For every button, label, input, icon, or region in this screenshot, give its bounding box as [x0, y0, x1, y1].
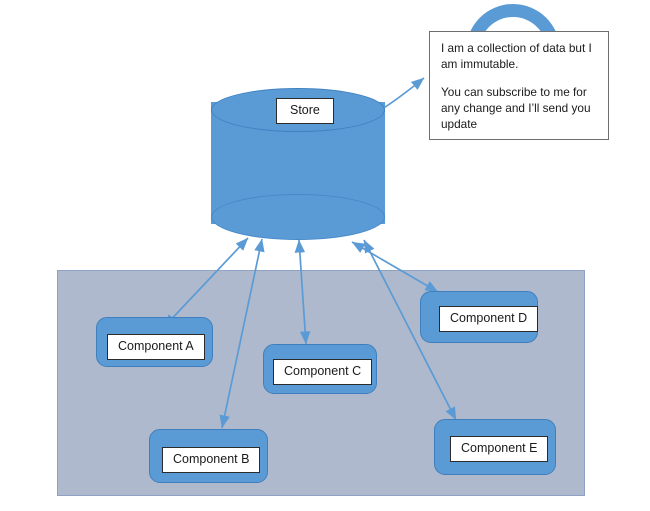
cylinder-top-ellipse: [211, 88, 385, 132]
connector-store-component-b: [219, 238, 265, 429]
store-cylinder[interactable]: [211, 88, 385, 240]
component-label-e: Component E: [450, 436, 549, 462]
component-label-b: Component B: [162, 447, 261, 473]
component-label-d: Component D: [439, 306, 539, 332]
component-label-a: Component A: [107, 334, 205, 360]
component-node-e[interactable]: Component E: [434, 419, 556, 475]
component-node-c[interactable]: Component C: [263, 344, 377, 394]
cylinder-bottom-ellipse: [211, 194, 385, 240]
callout-paragraph-2: You can subscribe to me for any change a…: [441, 84, 591, 132]
callout-paragraph-1: I am a collection of data but I am immut…: [441, 41, 592, 72]
store-callout-textbox: I am a collection of data but I am immut…: [429, 31, 609, 140]
component-label-c: Component C: [273, 359, 373, 385]
component-node-a[interactable]: Component A: [96, 317, 213, 367]
component-node-b[interactable]: Component B: [149, 429, 268, 483]
connector-store-component-e: [363, 239, 457, 421]
store-label: Store: [276, 98, 334, 124]
component-node-d[interactable]: Component D: [420, 291, 539, 343]
connector-store-component-d: [351, 241, 439, 293]
connector-store-component-c: [294, 239, 311, 345]
connector-store-component-a: [163, 237, 249, 328]
